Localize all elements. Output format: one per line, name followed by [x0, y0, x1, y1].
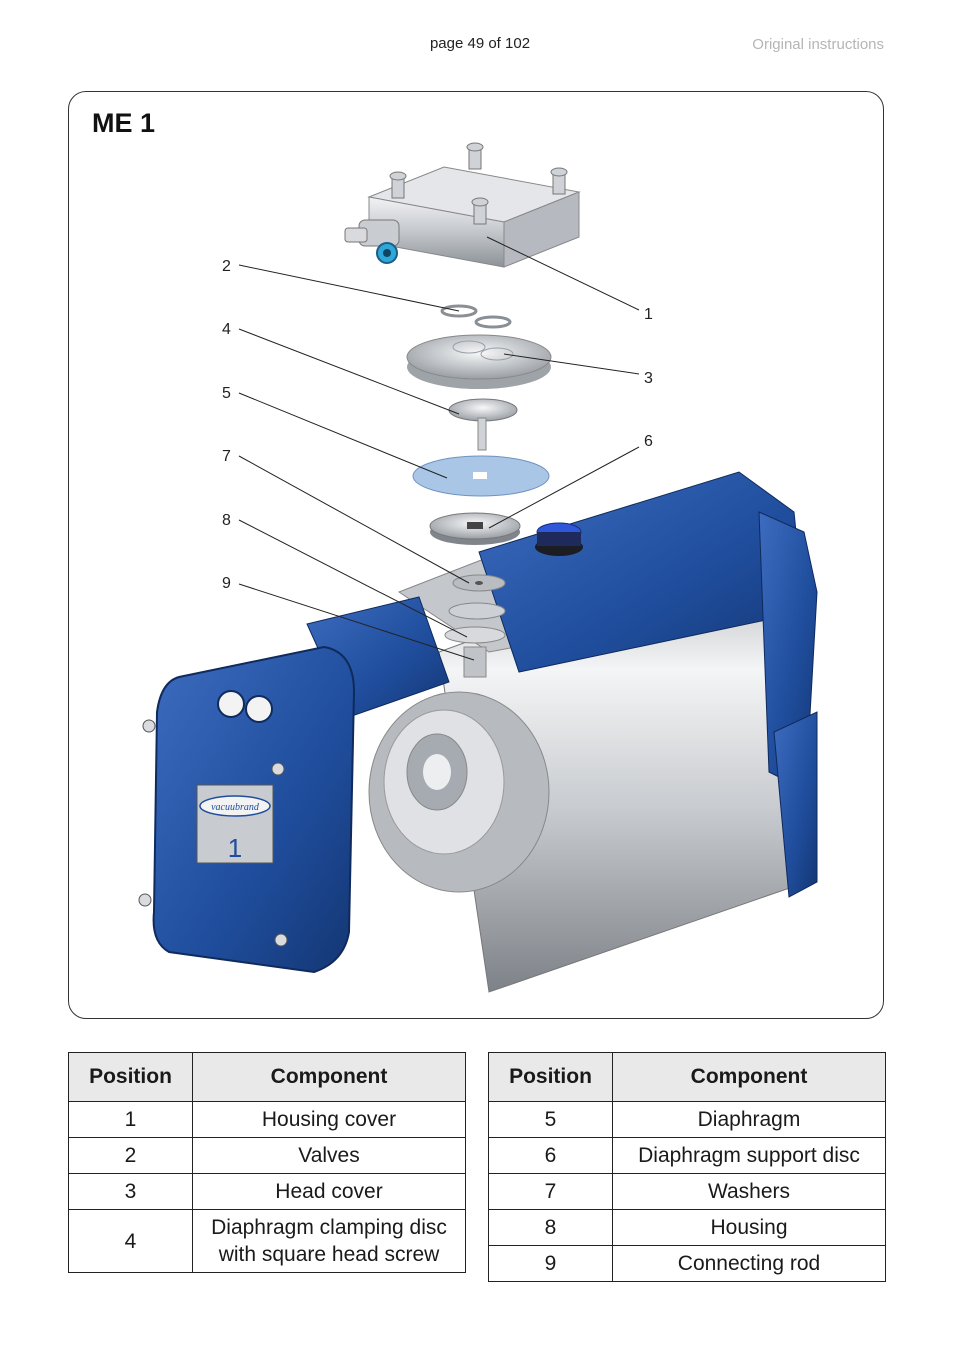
component-line-1: Diaphragm clamping disc [211, 1216, 447, 1239]
table-header-row: Position Component [68, 1052, 466, 1102]
callout-2: 2 [222, 258, 231, 275]
figure-title: ME 1 [92, 108, 156, 138]
component-cell: Diaphragm [612, 1101, 886, 1138]
screw-icon [142, 719, 156, 733]
callout-7: 7 [222, 448, 231, 465]
support-disc-part [429, 512, 521, 545]
washers-part [444, 574, 506, 644]
parts-table-right: Position Component 5 Diaphragm 6 Diaphra… [488, 1052, 886, 1282]
screw-icon [138, 893, 152, 907]
component-line-2: with square head screw [218, 1243, 440, 1266]
table-row: 5 Diaphragm [488, 1101, 886, 1138]
callout-numbers: 1 2 3 4 5 6 7 8 9 [222, 258, 653, 592]
head-cover-part [406, 334, 552, 389]
callout-3: 3 [644, 370, 653, 387]
component-cell: Connecting rod [612, 1245, 886, 1282]
callout-6: 6 [644, 433, 653, 450]
housing-part [368, 471, 818, 993]
component-cell: Diaphragm support disc [612, 1137, 886, 1174]
front-end-cover: vacuubrand 1 [138, 596, 450, 974]
component-cell: Head cover [192, 1173, 466, 1210]
table-row: 9 Connecting rod [488, 1245, 886, 1282]
table-row: 6 Diaphragm support disc [488, 1137, 886, 1174]
connecting-rod-part [463, 646, 487, 678]
position-cell: 9 [488, 1245, 613, 1282]
valves-part [440, 304, 512, 329]
screw-icon [274, 933, 288, 947]
callout-lines [238, 236, 640, 661]
callout-8: 8 [222, 512, 231, 529]
diaphragm-part [412, 455, 550, 497]
position-cell: 1 [68, 1101, 193, 1138]
component-cell: Washers [612, 1173, 886, 1210]
table-row: 8 Housing [488, 1209, 886, 1246]
screw-icon [271, 762, 285, 776]
position-cell: 7 [488, 1173, 613, 1210]
component-cell: Diaphragm clamping disc with square head… [192, 1209, 466, 1273]
parts-table-left: Position Component 1 Housing cover 2 Val… [68, 1052, 466, 1273]
table-header-row: Position Component [488, 1052, 886, 1102]
brand-logo-text: vacuubrand [211, 802, 260, 813]
table-row: 7 Washers [488, 1173, 886, 1210]
column-header-component: Component [192, 1052, 466, 1102]
component-cell: Valves [192, 1137, 466, 1174]
table-row: 3 Head cover [68, 1173, 466, 1210]
pump-exploded-illustration: vacuubrand 1 1 2 3 4 [138, 142, 818, 993]
position-cell: 6 [488, 1137, 613, 1174]
table-row: 4 Diaphragm clamping disc with square he… [68, 1209, 466, 1273]
original-instructions-note: Original instructions [752, 36, 884, 53]
clamping-disc-part [448, 398, 518, 451]
position-cell: 8 [488, 1209, 613, 1246]
housing-cover-part [344, 142, 581, 268]
exploded-view-figure: ME 1 [68, 91, 884, 1019]
position-cell: 4 [68, 1209, 193, 1273]
component-cell: Housing cover [192, 1101, 466, 1138]
position-cell: 2 [68, 1137, 193, 1174]
callout-4: 4 [222, 321, 231, 338]
component-cell: Housing [612, 1209, 886, 1246]
table-row: 1 Housing cover [68, 1101, 466, 1138]
callout-1: 1 [644, 306, 653, 323]
plate-number: 1 [228, 833, 242, 863]
callout-5: 5 [222, 385, 231, 402]
position-cell: 3 [68, 1173, 193, 1210]
table-row: 2 Valves [68, 1137, 466, 1174]
column-header-position: Position [488, 1052, 613, 1102]
position-cell: 5 [488, 1101, 613, 1138]
column-header-component: Component [612, 1052, 886, 1102]
page-number: page 49 of 102 [429, 35, 531, 52]
column-header-position: Position [68, 1052, 193, 1102]
callout-9: 9 [222, 575, 231, 592]
